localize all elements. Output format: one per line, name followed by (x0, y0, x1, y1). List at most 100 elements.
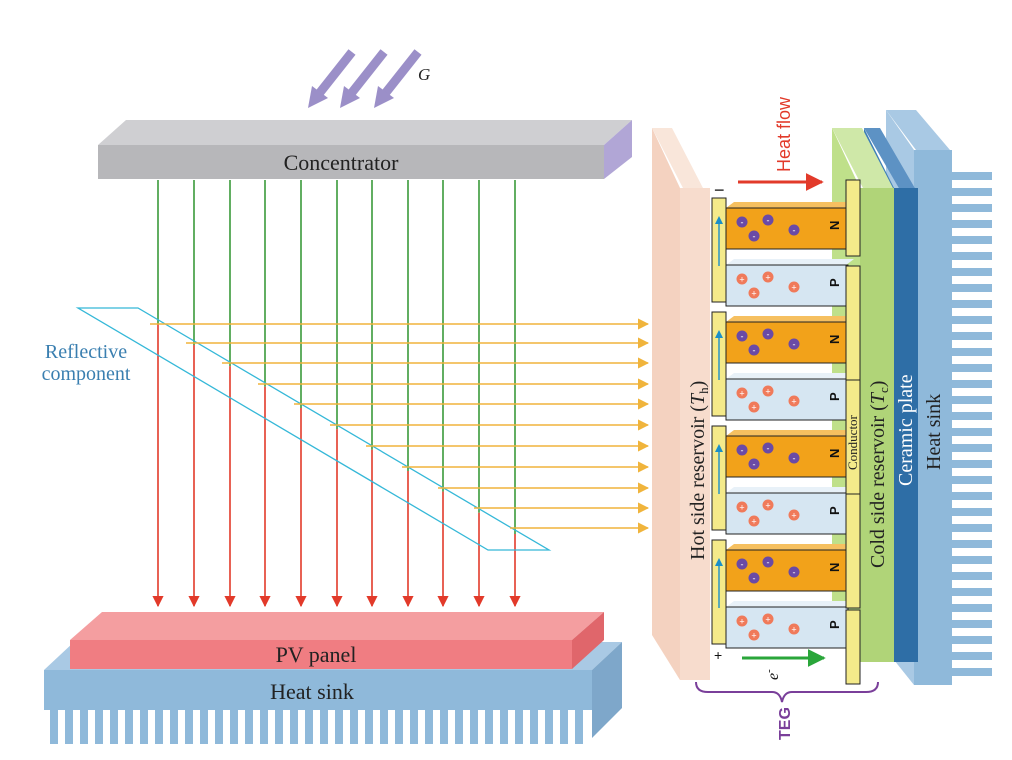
electron-dot (748, 572, 760, 584)
electron-dot (762, 556, 774, 568)
electron-charge: - (788, 224, 800, 236)
electron-dot (762, 214, 774, 226)
leg-top-face (726, 373, 854, 379)
teg-module: N----P++++N----P++++N----P++++N----P++++ (711, 179, 861, 685)
electron-charge: - (736, 558, 748, 570)
electron-charge: - (762, 214, 774, 226)
concentrator: Concentrator (98, 120, 632, 179)
hole-charge: + (788, 281, 800, 293)
heat-sink-fin (230, 708, 238, 744)
heat-sink-fin (80, 708, 88, 744)
hole-charge: + (762, 499, 774, 511)
heat-sink-fin (948, 508, 992, 516)
hole-charge: + (748, 287, 760, 299)
leg-top-face (726, 544, 854, 550)
heat-flow-indicator: Heat flow (738, 96, 824, 191)
heat-sink-fin (260, 708, 268, 744)
heat-sink-fin (350, 708, 358, 744)
heat-sink-fin (335, 708, 343, 744)
current-arrowhead (715, 558, 723, 566)
heat-sink-fin (215, 708, 223, 744)
heat-sink-fin (948, 172, 992, 180)
charge-sign: - (793, 226, 796, 236)
charge-sign: + (765, 387, 770, 397)
hole-dot (736, 501, 748, 513)
hole-charge: + (788, 395, 800, 407)
electron-dot (788, 566, 800, 578)
electron-charge: - (736, 444, 748, 456)
p-type-leg: P++++ (725, 487, 854, 535)
electron-charge: - (736, 216, 748, 228)
heat-sink-fin (948, 316, 992, 324)
hole-dot (748, 401, 760, 413)
charge-sign: - (753, 346, 756, 356)
cold-side-connector (845, 493, 861, 609)
charge-sign: + (765, 615, 770, 625)
heat-sink-fin (425, 708, 433, 744)
electron-dot (748, 344, 760, 356)
electron-charge: - (762, 442, 774, 454)
electron-charge: - (788, 338, 800, 350)
charge-sign: + (751, 403, 756, 413)
heat-sink-fin (140, 708, 148, 744)
sun-arrow (308, 49, 356, 108)
heat-sink-fin (155, 708, 163, 744)
hole-dot (736, 273, 748, 285)
charge-sign: - (753, 574, 756, 584)
electron-label: e- (763, 669, 782, 680)
heat-sink-fin (50, 708, 58, 744)
heat-sink-fin (948, 460, 992, 468)
charge-sign: + (791, 625, 796, 635)
heat-sink-fin (948, 428, 992, 436)
leg-type-label: P (827, 620, 842, 629)
leg-type-label: P (827, 506, 842, 515)
n-type-leg: N---- (725, 202, 854, 250)
heat-sink-fin (410, 708, 418, 744)
heat-sink-fin (485, 708, 493, 744)
charge-sign: + (739, 617, 744, 627)
p-type-leg: P++++ (725, 601, 854, 649)
heat-sink-fin (110, 708, 118, 744)
leg-body (725, 264, 849, 307)
charge-sign: + (765, 501, 770, 511)
heat-sink-fin (948, 236, 992, 244)
charge-sign: - (767, 558, 770, 568)
heat-sink-fin (395, 708, 403, 744)
electron-charge: - (748, 230, 760, 242)
conductor-label: Conductor (845, 414, 860, 470)
concentrated-rays (152, 180, 521, 608)
electron-charge: - (736, 330, 748, 342)
heat-flow-label: Heat flow (774, 96, 794, 172)
heat-sink-fin (290, 708, 298, 744)
electron-dot (762, 328, 774, 340)
heat-sink-fin (95, 708, 103, 744)
charge-sign: + (751, 517, 756, 527)
electron-charge: - (748, 344, 760, 356)
current-arrowhead (715, 444, 723, 452)
charge-sign: + (739, 275, 744, 285)
heat-sink-fin (125, 708, 133, 744)
electron-dot (736, 558, 748, 570)
charge-sign: - (741, 332, 744, 342)
heat-sink-fin (185, 708, 193, 744)
current-arrowhead (715, 216, 723, 224)
concentrator-label: Concentrator (284, 150, 400, 175)
heat-sink-fin (948, 652, 992, 660)
heat-sink-fin (948, 220, 992, 228)
hole-charge: + (736, 387, 748, 399)
leg-top-face (726, 202, 854, 208)
charge-sign: + (791, 511, 796, 521)
leg-type-label: N (827, 449, 842, 458)
electron-dot (736, 216, 748, 228)
p-type-leg: P++++ (725, 259, 854, 307)
heat-sink-fin (948, 540, 992, 548)
heat-sink-fin (455, 708, 463, 744)
leg-type-label: N (827, 221, 842, 230)
hot-side-connector (711, 539, 727, 645)
heat-sink-fin (948, 668, 992, 676)
heat-sink-fin (948, 476, 992, 484)
electron-charge: - (788, 566, 800, 578)
hole-dot (788, 281, 800, 293)
leg-body (725, 492, 849, 535)
hot-side-connector (711, 425, 727, 531)
